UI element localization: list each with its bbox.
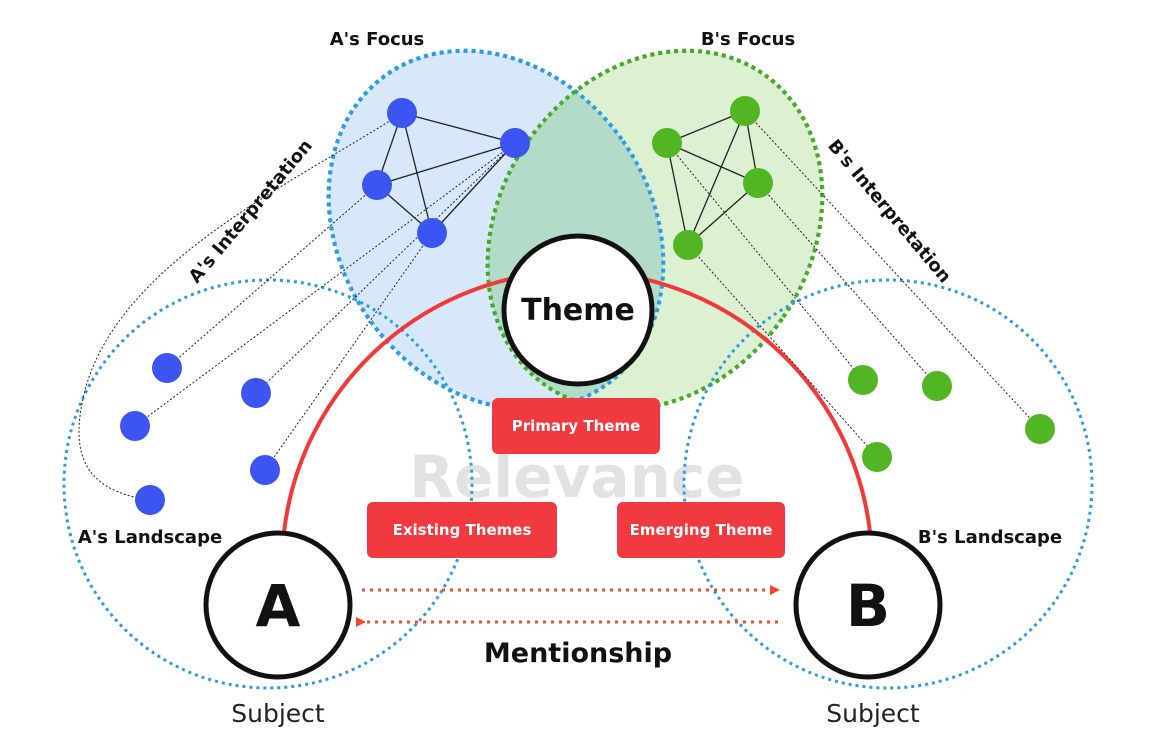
theme-circle xyxy=(501,233,655,387)
subject-b-label: B xyxy=(846,572,890,640)
a-focus-node xyxy=(417,218,447,248)
a-interpretation-links xyxy=(78,112,516,501)
b-landscape-node xyxy=(848,365,878,395)
subject-a-label: A xyxy=(256,572,301,640)
primary-theme-tag: Primary Theme xyxy=(492,398,660,454)
theme-label: Theme xyxy=(521,293,635,328)
b-focus-node xyxy=(730,96,760,126)
subject-b-caption: Subject xyxy=(826,699,920,728)
b-focus-node xyxy=(673,230,703,260)
a-landscape-node xyxy=(250,455,280,485)
subject-a-caption: Subject xyxy=(231,699,325,728)
a-landscape-node xyxy=(152,353,182,383)
a-focus-label: A's Focus xyxy=(330,29,425,50)
b-landscape-node xyxy=(1025,414,1055,444)
subject-a-circle xyxy=(203,530,353,680)
b-nodes xyxy=(652,96,1055,472)
b-landscape-label: B's Landscape xyxy=(918,527,1062,548)
b-focus-label: B's Focus xyxy=(701,29,795,50)
a-nodes xyxy=(120,98,530,515)
b-landscape-node xyxy=(922,371,952,401)
b-focus-border xyxy=(485,48,825,412)
b-landscape-node xyxy=(862,442,892,472)
svg-text:Primary Theme: Primary Theme xyxy=(512,417,641,435)
subject-b-circle xyxy=(793,530,943,680)
a-landscape-node xyxy=(241,378,271,408)
b-focus-node xyxy=(652,128,682,158)
emerging-theme-tag: Emerging Theme xyxy=(617,502,785,558)
a-interpretation-label: A's Interpretation xyxy=(185,136,317,288)
existing-themes-tag: Existing Themes xyxy=(367,502,557,558)
b-focus-node xyxy=(743,168,773,198)
b-landscape-circle xyxy=(682,278,1094,690)
a-focus-border xyxy=(326,48,666,412)
svg-text:Existing Themes: Existing Themes xyxy=(393,521,532,539)
a-landscape-node xyxy=(120,411,150,441)
a-landscape-label: A's Landscape xyxy=(78,527,222,548)
a-focus-node xyxy=(387,98,417,128)
a-focus-node xyxy=(500,128,530,158)
b-interpretation-links xyxy=(666,110,1041,458)
b-interpretation-label: B's Interpretation xyxy=(823,136,955,287)
svg-text:Emerging Theme: Emerging Theme xyxy=(630,521,773,539)
relevance-watermark: Relevance xyxy=(409,443,744,511)
mentionship-label: Mentionship xyxy=(484,638,672,669)
a-landscape-node xyxy=(135,485,165,515)
a-focus-node xyxy=(362,170,392,200)
